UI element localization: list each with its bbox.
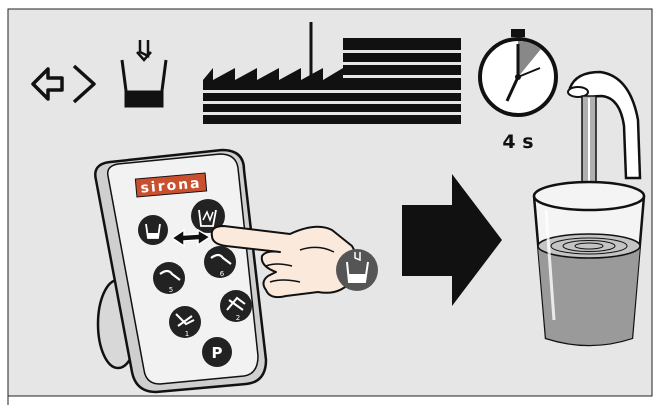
key-digit-1: 1 xyxy=(185,330,189,338)
pointing-hand xyxy=(210,225,358,299)
next-step-arrow-icon xyxy=(402,174,502,306)
keypad-button-program[interactable]: P xyxy=(202,337,232,367)
cycle-block xyxy=(343,38,461,124)
keypad-button-2[interactable]: 2 xyxy=(220,290,252,322)
brand-label: sirona xyxy=(140,175,202,196)
cycle-diagram xyxy=(203,22,461,124)
keypad-button-5[interactable]: 5 xyxy=(153,262,185,294)
keypad-button-1[interactable]: 1 xyxy=(169,306,201,338)
key-digit-6: 6 xyxy=(220,270,225,278)
transfer-arrow-icon xyxy=(31,64,96,104)
key-digit-2: 2 xyxy=(236,314,240,322)
filled-glass-icon xyxy=(532,180,646,347)
stopwatch-icon xyxy=(478,29,558,117)
keypad-button-cup-fill[interactable] xyxy=(138,215,168,245)
double-arrow-icon xyxy=(170,228,212,248)
cycle-sawtooth xyxy=(203,68,343,124)
timer-label: 4 s xyxy=(502,131,533,153)
keypad-button-6[interactable]: 6 xyxy=(204,246,236,278)
keypad-button-cup-rinse[interactable] xyxy=(191,199,225,233)
key-digit-5: 5 xyxy=(169,286,173,294)
brand-logo: sirona xyxy=(134,172,208,198)
cup-fill-icon xyxy=(120,40,168,108)
program-key-label: P xyxy=(212,344,223,362)
callout-cup-icon xyxy=(336,249,378,291)
